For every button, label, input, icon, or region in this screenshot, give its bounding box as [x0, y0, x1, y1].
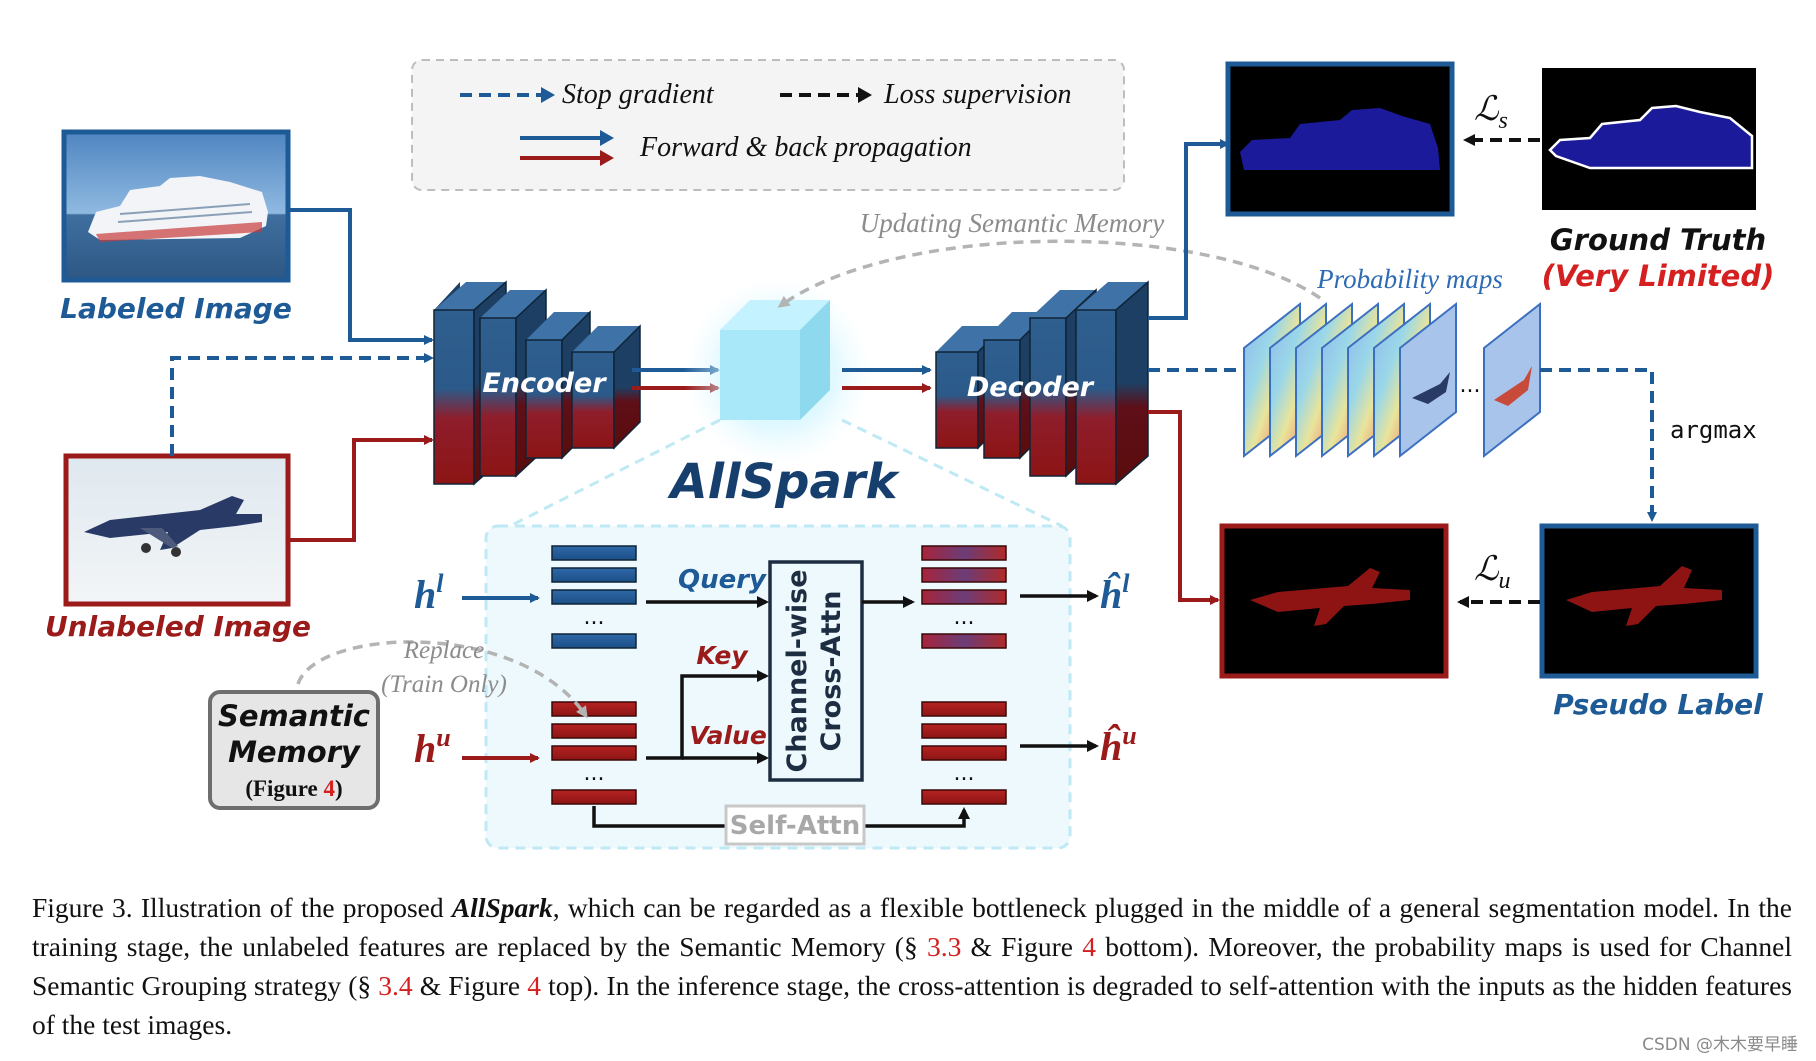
decoder-label: Decoder	[967, 372, 1095, 403]
replace-label-1: Replace	[403, 637, 485, 664]
allspark-title: AllSpark	[667, 454, 901, 510]
allspark-diagram: Stop gradient Loss supervision Forward &…	[45, 59, 1775, 850]
key-arrow	[646, 670, 769, 760]
caption-name: AllSpark	[451, 892, 553, 923]
probability-maps-label: Probability maps	[1316, 264, 1503, 294]
unlabeled-stop-gradient-arrow	[170, 353, 434, 456]
probability-maps: ...	[1243, 301, 1541, 459]
loss-u-label: ℒu	[1474, 551, 1511, 594]
pseudo-label-image	[1539, 523, 1759, 679]
semantic-memory-line2: Memory	[228, 735, 361, 769]
labeled-output-dots: ...	[954, 605, 975, 630]
unlabeled-output-dots: ...	[954, 761, 975, 786]
legend: Stop gradient Loss supervision Forward &…	[411, 59, 1125, 191]
decoder-to-labeled-pred	[1148, 139, 1230, 320]
unlabeled-image-label: Unlabeled Image	[45, 610, 311, 643]
encoder-label: Encoder	[482, 368, 607, 399]
labeled-feature-bars: ...	[551, 545, 637, 649]
key-label: Key	[696, 641, 749, 670]
hl-label: hl	[414, 569, 444, 617]
caption-lead: Figure 3. Illustration of the proposed	[32, 892, 452, 923]
caption-ref-section-3-3[interactable]: 3.3	[926, 931, 962, 962]
caption-text-4: & Figure	[412, 970, 528, 1001]
labeled-output-bars: ...	[921, 545, 1007, 649]
unlabeled-output-bars: ...	[921, 701, 1007, 805]
allspark-cube	[683, 277, 873, 467]
labeled-image-label: Labeled Image	[60, 292, 292, 325]
hl-hat-label: ĥl	[1100, 569, 1130, 617]
semantic-memory-line1: Semantic	[218, 699, 370, 733]
argmax-label: argmax	[1670, 416, 1757, 444]
unlabeled-prediction	[1219, 523, 1449, 679]
self-attn-label: Self-Attn	[730, 811, 860, 841]
zoom-line-right	[841, 418, 1063, 528]
cross-attn-line2: Cross-Attn	[816, 591, 847, 752]
labeled-prediction	[1225, 61, 1455, 217]
updating-memory-arrow	[777, 239, 1321, 308]
argmax-arrow	[1540, 368, 1657, 522]
updating-memory-label: Updating Semantic Memory	[860, 208, 1164, 238]
decoder-block	[935, 280, 1149, 486]
caption-text-1: , which can be regarded as a flexible bo…	[32, 892, 1792, 962]
semantic-memory-figref: (Figure 4)	[245, 776, 342, 801]
caption-ref-figure-4b[interactable]: 4	[527, 970, 541, 1001]
figure-caption: Figure 3. Illustration of the proposed A…	[32, 888, 1792, 1044]
legend-loss-supervision: Loss supervision	[883, 79, 1071, 110]
replace-arrow	[296, 640, 588, 719]
stop-gradient-arrowhead	[541, 87, 555, 103]
caption-ref-section-3-4[interactable]: 3.4	[378, 970, 413, 1001]
plane-shape	[84, 496, 262, 550]
cross-attn-line1: Channel-wise	[782, 569, 813, 772]
labeled-to-encoder-arrow	[288, 208, 434, 345]
unlabeled-feature-bars: ...	[551, 701, 637, 805]
labeled-image	[61, 129, 291, 283]
caption-text-3: bottom). Moreover, the probability maps …	[32, 931, 1792, 1001]
value-label: Value	[689, 721, 767, 750]
ship-shape	[88, 176, 268, 240]
ground-truth-title: Ground Truth	[1550, 223, 1766, 257]
encoder-block	[433, 280, 641, 486]
caption-text-5: top). In the inference stage, the cross-…	[32, 970, 1792, 1040]
caption-text-2: & Figure	[961, 931, 1083, 962]
hu-label: hu	[414, 723, 451, 771]
unlabeled-bars-dots: ...	[584, 761, 605, 786]
decoder-to-unlabeled-pred	[1148, 410, 1220, 605]
self-attn-block	[724, 804, 866, 846]
forward-arrowhead-red	[600, 150, 614, 166]
loss-s-label: ℒs	[1474, 91, 1508, 134]
labeled-bars-dots: ...	[584, 605, 605, 630]
forward-arrowhead-blue	[600, 130, 614, 146]
unlabeled-to-encoder-arrow	[288, 435, 434, 542]
probability-maps-dots: ...	[1460, 373, 1481, 398]
semantic-memory-box	[208, 690, 380, 810]
zoom-line-left	[509, 418, 721, 528]
query-label: Query	[678, 565, 767, 595]
hu-hat-label: ĥu	[1100, 721, 1137, 769]
watermark: CSDN @木木要早睡	[1642, 1035, 1798, 1055]
unlabeled-image	[63, 453, 291, 607]
legend-stop-gradient: Stop gradient	[562, 79, 715, 110]
legend-forward-back: Forward & back propagation	[639, 132, 972, 163]
cross-attn-block	[768, 560, 864, 782]
loss-supervision-arrowhead	[858, 87, 872, 103]
caption-ref-figure-4a[interactable]: 4	[1082, 931, 1096, 962]
ground-truth-image	[1542, 68, 1756, 210]
replace-label-2: (Train Only)	[381, 671, 507, 698]
ground-truth-note: (Very Limited)	[1542, 259, 1775, 293]
pseudo-label-title: Pseudo Label	[1553, 688, 1763, 721]
